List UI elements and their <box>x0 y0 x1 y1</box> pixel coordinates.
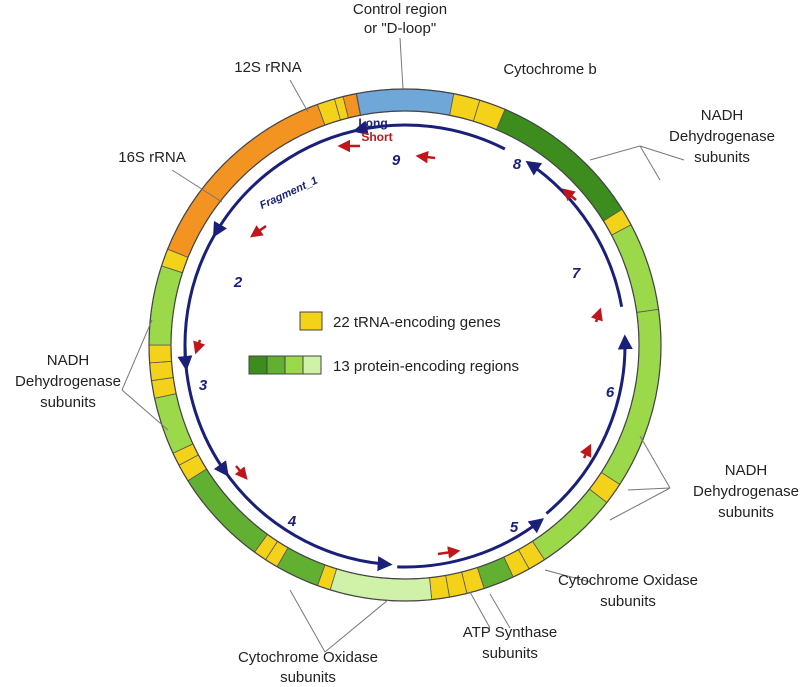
nadh-left-label-1: NADH <box>47 352 90 369</box>
legend-trna-label: 22 tRNA-encoding genes <box>333 314 501 331</box>
legend: 22 tRNA-encoding genes 13 protein-encodi… <box>248 311 519 375</box>
short-arrow <box>234 465 248 480</box>
long-label: Long <box>358 116 387 130</box>
fragment-2-label: 2 <box>233 274 243 291</box>
fragment-3-label: 3 <box>199 377 208 394</box>
leader-line <box>121 389 169 431</box>
fragment-6-label: 6 <box>606 384 615 401</box>
region-labels: Control region or "D-loop" 12S rRNA 16S … <box>15 1 799 686</box>
ring-inner-outline <box>170 110 640 580</box>
ring-segment-trna <box>149 360 174 382</box>
leader-line <box>639 435 671 489</box>
ring-segment-protein-light <box>148 265 183 346</box>
cox-right-label-2: subunits <box>600 593 656 610</box>
leader-lines <box>121 37 685 653</box>
short-arrow <box>437 546 461 559</box>
long-arrow-8 <box>352 120 506 151</box>
leader-line <box>121 319 153 391</box>
short-arrow <box>590 307 603 323</box>
atp-synthase-label-1: ATP Synthase <box>463 624 558 641</box>
ring-segment-protein-mid <box>187 468 269 553</box>
nadh-top-right-label-2: Dehydrogenase <box>669 128 775 145</box>
leader-line <box>289 79 309 113</box>
long-arrow-6 <box>545 334 633 515</box>
short-arrow <box>562 188 577 202</box>
ring-segment-protein-light <box>531 488 608 561</box>
leader-line <box>324 599 389 653</box>
atp-synthase-label-2: subunits <box>482 645 538 662</box>
short-label: Short <box>361 130 392 144</box>
ring-outer-outline <box>148 88 662 602</box>
fragment-9-label: 9 <box>392 152 401 169</box>
short-fragment-arrows <box>193 139 603 559</box>
nadh-top-right-label-1: NADH <box>701 107 744 124</box>
leader-line <box>489 593 511 629</box>
long-arrow-7 <box>525 160 624 308</box>
leader-line <box>639 145 661 181</box>
nadh-right-label-1: NADH <box>725 462 768 479</box>
genome-ring <box>148 88 662 602</box>
fragment-5-label: 5 <box>510 519 519 536</box>
cytochrome-b-label: Cytochrome b <box>503 61 596 78</box>
ring-segment-protein-pale <box>329 568 433 602</box>
leader-line <box>609 487 671 521</box>
fragment-4-label: 4 <box>287 513 297 530</box>
short-arrow <box>579 443 592 459</box>
long-arrow-2 <box>177 234 216 371</box>
ring-segment-trna <box>148 344 172 364</box>
leader-line <box>639 145 685 161</box>
short-arrow <box>193 339 206 355</box>
control-region-label-2: or "D-loop" <box>364 20 436 37</box>
leader-line <box>399 37 404 90</box>
long-fragment-arrows <box>177 120 633 572</box>
leader-line <box>171 169 223 203</box>
nadh-left-label-2: Dehydrogenase <box>15 373 121 390</box>
ring-segment-trna <box>429 574 450 601</box>
rrna-12s-label: 12S rRNA <box>234 59 302 76</box>
leader-line <box>289 589 326 653</box>
leader-line <box>469 591 491 629</box>
leader-line <box>627 487 671 491</box>
nadh-left-label-3: subunits <box>40 394 96 411</box>
cox-bottom-label-1: Cytochrome Oxidase <box>238 649 378 666</box>
control-region-label-1: Control region <box>353 1 447 18</box>
nadh-top-right-label-3: subunits <box>694 149 750 166</box>
short-arrow <box>249 224 267 238</box>
fragment-7-label: 7 <box>572 265 581 282</box>
fragment-8-label: 8 <box>513 156 522 173</box>
nadh-right-label-2: Dehydrogenase <box>693 483 799 500</box>
long-arrow-4 <box>221 467 393 572</box>
legend-protein-label: 13 protein-encoding regions <box>333 358 519 375</box>
nadh-right-label-3: subunits <box>718 504 774 521</box>
long-arrow-fragment-1 <box>212 126 368 238</box>
short-arrow <box>415 150 436 164</box>
leader-line <box>589 145 641 161</box>
fragment-1-label: Fragment_1 <box>258 175 320 212</box>
cox-right-label-1: Cytochrome Oxidase <box>558 572 698 589</box>
long-arrow-5 <box>397 518 545 569</box>
legend-protein-swatch <box>248 355 322 375</box>
legend-trna-swatch <box>299 311 323 331</box>
rrna-16s-label: 16S rRNA <box>118 149 186 166</box>
leader-line <box>544 569 591 583</box>
cox-bottom-label-2: subunits <box>280 669 336 686</box>
